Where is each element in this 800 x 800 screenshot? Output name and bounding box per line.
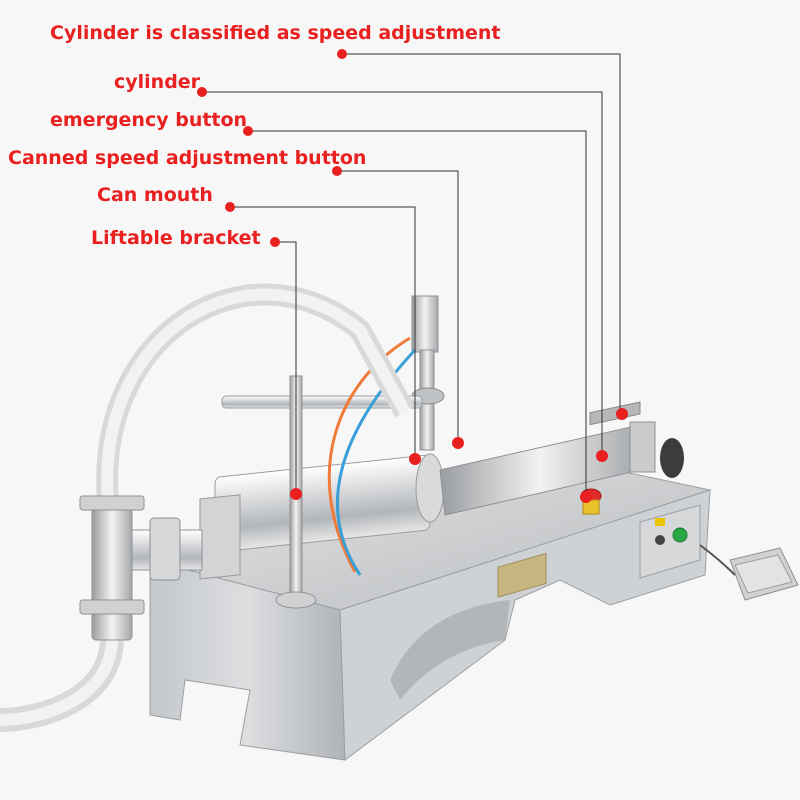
callout-dots [197, 49, 628, 503]
callout-can-mouth: Can mouth [97, 184, 213, 206]
leader-lines [202, 53, 621, 497]
inlet-fitting [79, 495, 203, 641]
callout-speed-cylinder: Cylinder is classified as speed adjustme… [50, 22, 501, 44]
foot-pedal [699, 544, 799, 601]
callout-cylinder: cylinder [114, 71, 201, 93]
control-panel [639, 504, 701, 579]
main-cylinder-tube [199, 453, 445, 580]
callout-canned-speed-button: Canned speed adjustment button [8, 147, 367, 169]
callout-liftable-bracket: Liftable bracket [91, 227, 261, 249]
pneumatic-cylinder [439, 401, 684, 516]
clear-suction-hose [0, 283, 415, 732]
callout-emergency-button: emergency button [50, 109, 248, 131]
